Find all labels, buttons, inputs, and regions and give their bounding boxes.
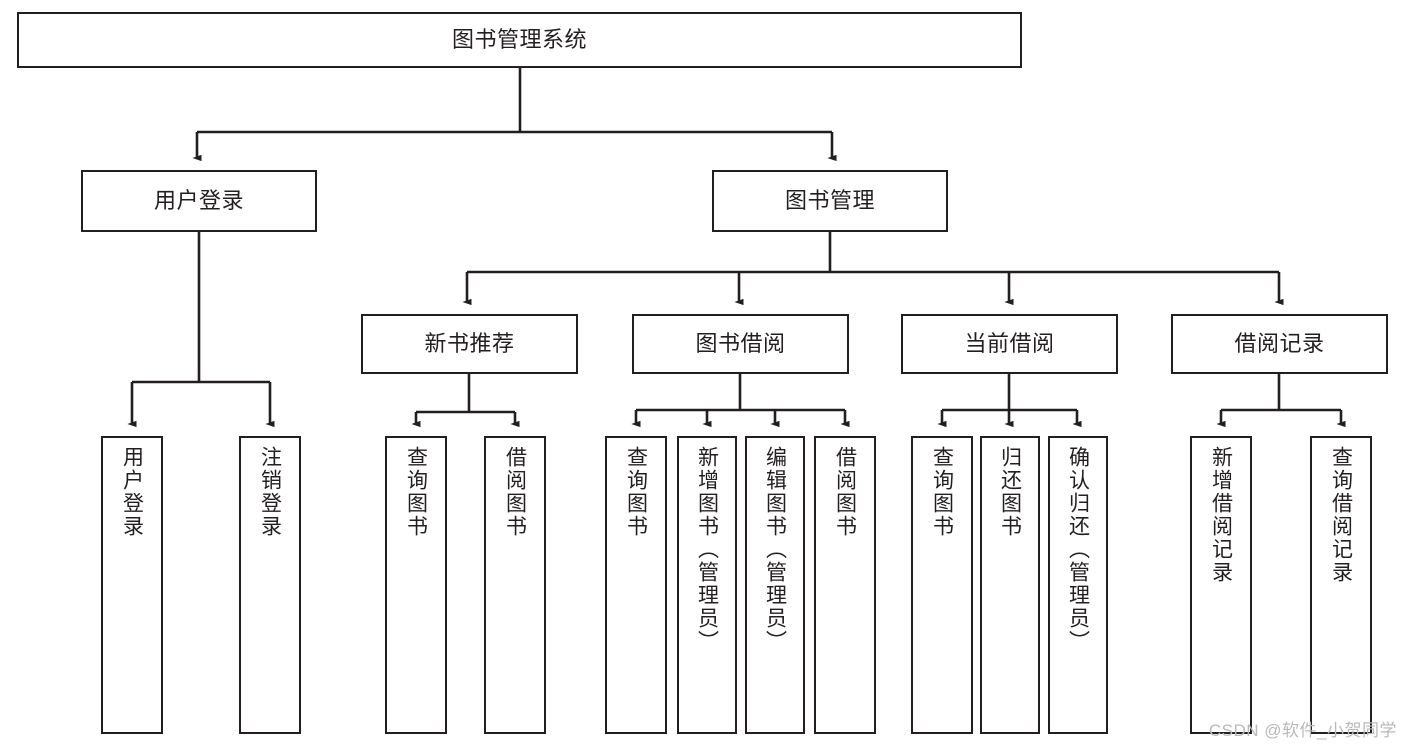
node-borrow-record[interactable]: 借阅记录: [1171, 314, 1388, 374]
node-label: 新增图书（管理员）: [695, 446, 719, 653]
leaf-return-book[interactable]: 归还图书: [980, 436, 1040, 734]
node-label: 图书管理: [784, 187, 875, 213]
node-label: 用户登录: [120, 446, 144, 538]
leaf-add-book-admin[interactable]: 新增图书（管理员）: [677, 436, 737, 734]
node-label: 新书推荐: [424, 330, 515, 356]
node-label: 图书借阅: [695, 330, 786, 356]
leaf-user-login[interactable]: 用户登录: [101, 436, 163, 734]
node-label: 查询图书: [624, 446, 648, 538]
node-label: 图书管理系统: [451, 26, 587, 52]
node-label: 借阅图书: [503, 446, 527, 538]
node-label: 当前借阅: [964, 330, 1055, 356]
node-label: 查询借阅记录: [1329, 446, 1353, 584]
node-current-borrow[interactable]: 当前借阅: [901, 314, 1118, 374]
node-user-login[interactable]: 用户登录: [81, 170, 317, 232]
leaf-edit-book-admin[interactable]: 编辑图书（管理员）: [745, 436, 805, 734]
node-label: 借阅记录: [1234, 330, 1325, 356]
leaf-user-logout[interactable]: 注销登录: [239, 436, 301, 734]
leaf-borrow-book-recommend[interactable]: 借阅图书: [484, 436, 546, 734]
node-label: 编辑图书（管理员）: [763, 446, 787, 653]
node-new-book-recommend[interactable]: 新书推荐: [361, 314, 578, 374]
node-label: 确认归还（管理员）: [1066, 446, 1090, 653]
leaf-query-borrow-record[interactable]: 查询借阅记录: [1310, 436, 1372, 734]
node-label: 归还图书: [998, 446, 1022, 538]
node-label: 借阅图书: [833, 446, 857, 538]
leaf-borrow-book[interactable]: 借阅图书: [814, 436, 876, 734]
leaf-query-book-current[interactable]: 查询图书: [911, 436, 973, 734]
node-label: 用户登录: [153, 187, 244, 213]
node-label: 查询图书: [930, 446, 954, 538]
leaf-query-book-borrow[interactable]: 查询图书: [605, 436, 667, 734]
watermark: CSDN @软件_小贺同学: [1208, 721, 1397, 740]
leaf-confirm-return-admin[interactable]: 确认归还（管理员）: [1048, 436, 1108, 734]
node-root-book-management-system[interactable]: 图书管理系统: [17, 12, 1022, 68]
node-book-management[interactable]: 图书管理: [712, 170, 948, 232]
node-label: 查询图书: [404, 446, 428, 538]
node-label: 新增借阅记录: [1209, 446, 1233, 584]
leaf-add-borrow-record[interactable]: 新增借阅记录: [1190, 436, 1252, 734]
leaf-query-book-recommend[interactable]: 查询图书: [385, 436, 447, 734]
node-book-borrow[interactable]: 图书借阅: [632, 314, 849, 374]
node-label: 注销登录: [258, 446, 282, 538]
